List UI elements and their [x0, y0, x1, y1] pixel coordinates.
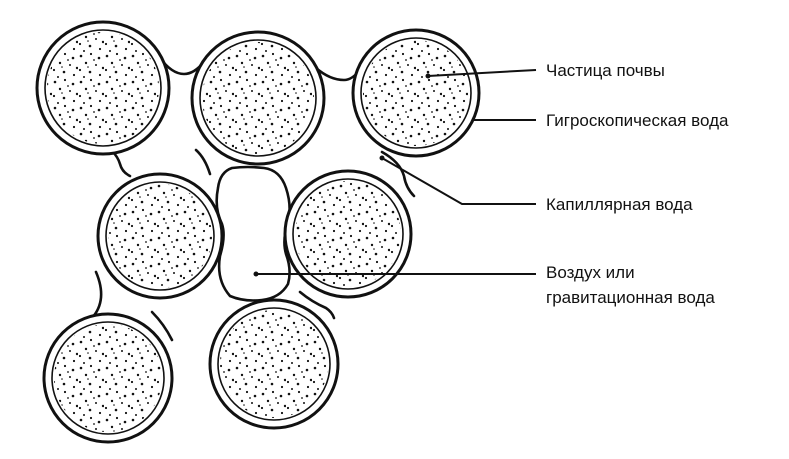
- capillary-bridge-bottom-right: [298, 290, 336, 320]
- capillary-bridge-right: [380, 150, 416, 198]
- leader-soil-particle: [427, 69, 537, 77]
- labels: Частица почвы Гигроскопическая вода Капи…: [546, 61, 729, 307]
- label-air-line2: гравитационная вода: [546, 288, 715, 307]
- capillary-bridge-center-left: [194, 148, 212, 176]
- soil-grain-bottom-left: [42, 312, 174, 444]
- label-soil-particle: Частица почвы: [546, 61, 665, 80]
- soil-grain-top-right: [351, 28, 481, 158]
- label-air-line1: Воздух или: [546, 263, 635, 282]
- soil-grain-top-middle: [190, 30, 326, 166]
- soil-grain-middle-left: [96, 172, 224, 300]
- capillary-bridge-bottom-center: [150, 310, 174, 342]
- soil-grain-bottom-middle: [208, 298, 340, 430]
- leader-lines: [253, 69, 537, 277]
- soil-grain-top-left: [35, 20, 171, 156]
- soil-grain-middle-right: [283, 169, 413, 299]
- leader-capillary-water: [381, 157, 536, 205]
- soil-grains: [35, 20, 481, 444]
- air-pocket-outline: [215, 165, 291, 302]
- label-capillary-water: Капиллярная вода: [546, 195, 693, 214]
- label-hygroscopic-water: Гигроскопическая вода: [546, 111, 729, 130]
